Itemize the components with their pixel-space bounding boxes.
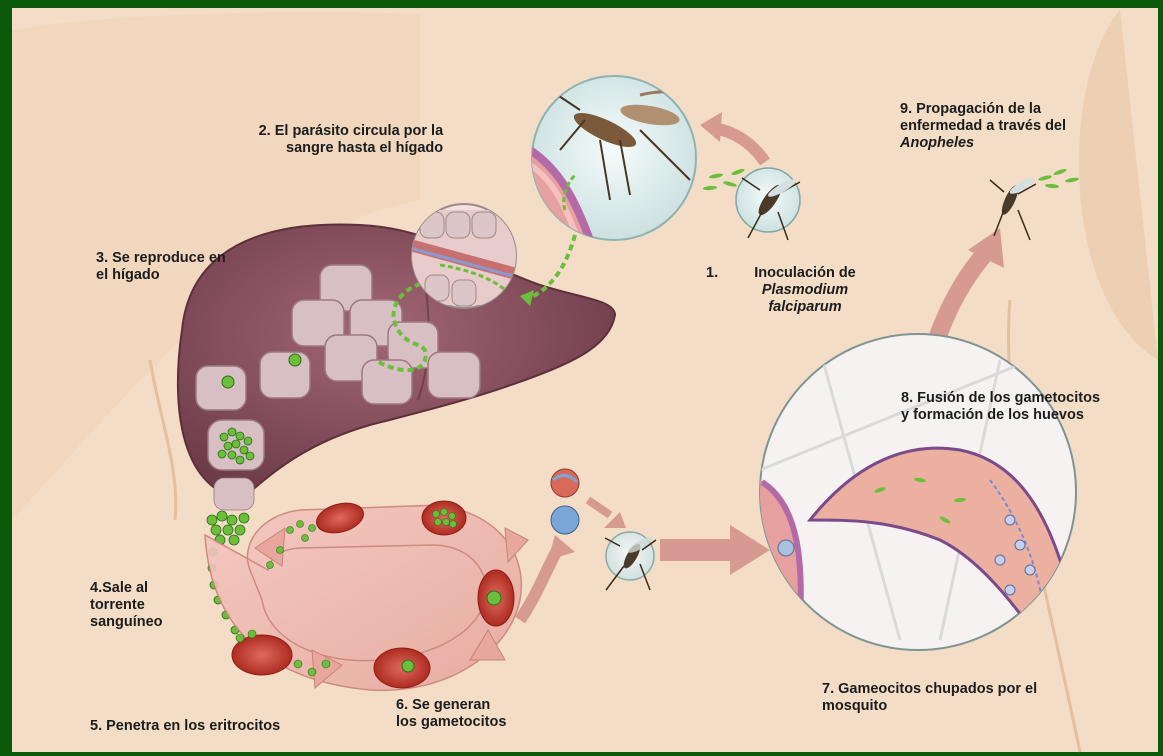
parasite-nucleus xyxy=(289,354,301,366)
gametocyte-in-rbc xyxy=(402,660,414,672)
step1-line2: Plasmodium xyxy=(735,282,875,299)
hepatocyte xyxy=(196,366,246,410)
step1-number: 1. xyxy=(706,265,718,282)
step3-line1: 3. Se reproduce en xyxy=(96,250,226,267)
step9-label: 9. Propagación de la enfermedad a través… xyxy=(900,101,1066,152)
step4-line1: 4.Sale al xyxy=(90,580,163,597)
step1-label: Inoculación de Plasmodium falciparum xyxy=(735,265,875,316)
hepatocyte xyxy=(260,352,310,398)
step1-line1: Inoculación de xyxy=(735,265,875,282)
step2-label: 2. El parásito circula por la sangre has… xyxy=(246,123,443,157)
erythrocyte xyxy=(422,501,466,535)
step4-label: 4.Sale al torrente sanguíneo xyxy=(90,580,163,631)
step9-line3: Anopheles xyxy=(900,135,1066,152)
hepatocyte xyxy=(362,360,412,404)
step2-line2: sangre hasta el hígado xyxy=(246,140,443,157)
step7-label: 7. Gameocitos chupados por el mosquito xyxy=(822,681,1037,715)
step1-line3: falciparum xyxy=(735,299,875,316)
step2-line1: 2. El parásito circula por la xyxy=(246,123,443,140)
step6-line1: 6. Se generan xyxy=(396,697,506,714)
step9-line2: enfermedad a través del xyxy=(900,118,1066,135)
step4-line3: sanguíneo xyxy=(90,614,163,631)
gametocyte-cell xyxy=(551,506,579,534)
ruptured-hepatocyte xyxy=(214,478,254,510)
gametocyte-in-rbc xyxy=(487,591,501,605)
step3-label: 3. Se reproduce en el hígado xyxy=(96,250,226,284)
step3-line2: el hígado xyxy=(96,267,226,284)
step8-line2: y formación de los huevos xyxy=(901,407,1100,424)
gametocyte-cell xyxy=(551,469,579,497)
step7-line1: 7. Gameocitos chupados por el xyxy=(822,681,1037,698)
step9-line1: 9. Propagación de la xyxy=(900,101,1066,118)
step8-label: 8. Fusión de los gametocitos y formación… xyxy=(901,390,1100,424)
step7-line2: mosquito xyxy=(822,698,1037,715)
parasite-nucleus xyxy=(222,376,234,388)
hepatocyte xyxy=(428,352,480,398)
step5-label: 5. Penetra en los eritrocitos xyxy=(90,718,280,735)
mosquito-gut-lens xyxy=(760,334,1080,650)
step6-label: 6. Se generan los gametocitos xyxy=(396,697,506,731)
step4-line2: torrente xyxy=(90,597,163,614)
step8-line1: 8. Fusión de los gametocitos xyxy=(901,390,1100,407)
step6-line2: los gametocitos xyxy=(396,714,506,731)
